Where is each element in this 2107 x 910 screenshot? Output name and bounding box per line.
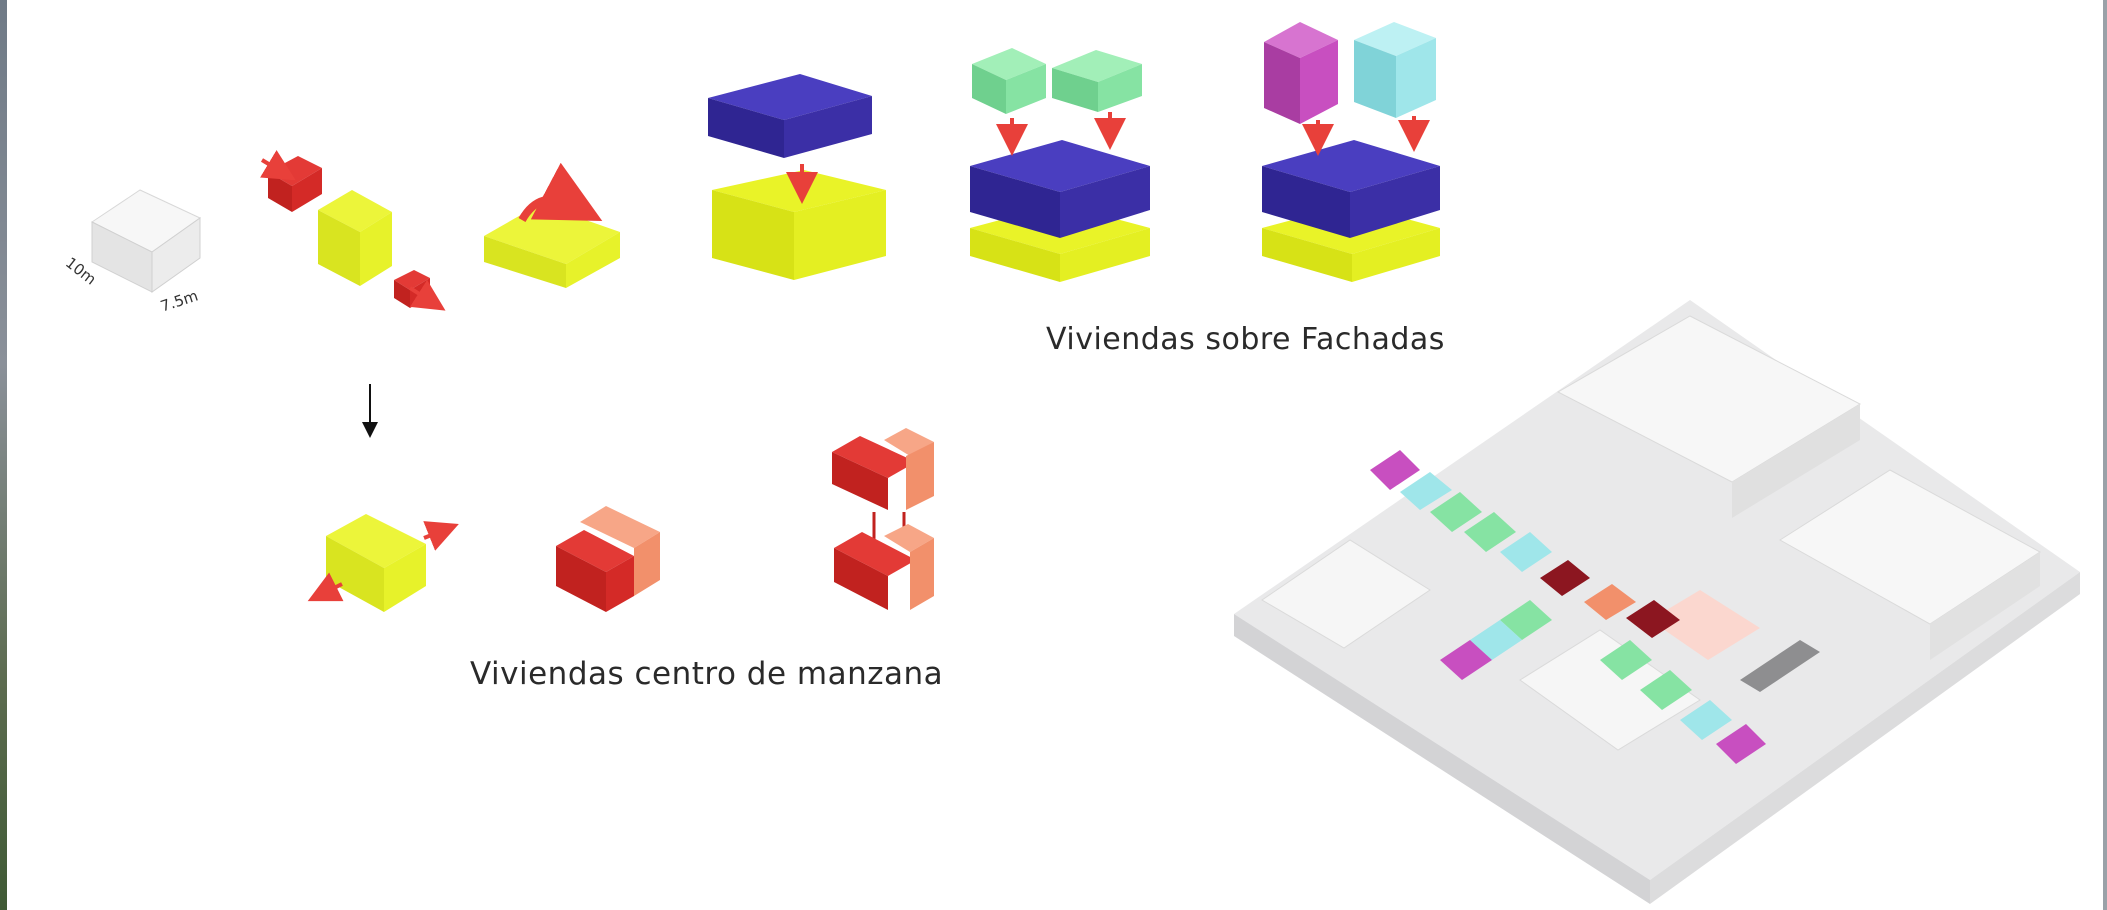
step-1-base-block <box>91 189 201 293</box>
caption-viviendas-fachadas: Viviendas sobre Fachadas <box>1046 322 1445 357</box>
step-2-split-block <box>260 150 446 311</box>
right-edge-strip <box>2103 0 2107 910</box>
site-model <box>1234 300 2080 904</box>
centro-step-3 <box>832 428 934 610</box>
step-3-rotated-block <box>484 162 620 288</box>
step-4-stack-blue <box>708 74 886 280</box>
step-6-stack-magenta-cyan <box>1262 22 1440 282</box>
step-5-stack-mint <box>970 48 1150 282</box>
caption-viviendas-centro: Viviendas centro de manzana <box>470 656 944 692</box>
centro-step-1 <box>307 514 459 612</box>
centro-step-2 <box>556 506 660 612</box>
left-edge-strip <box>0 0 7 910</box>
